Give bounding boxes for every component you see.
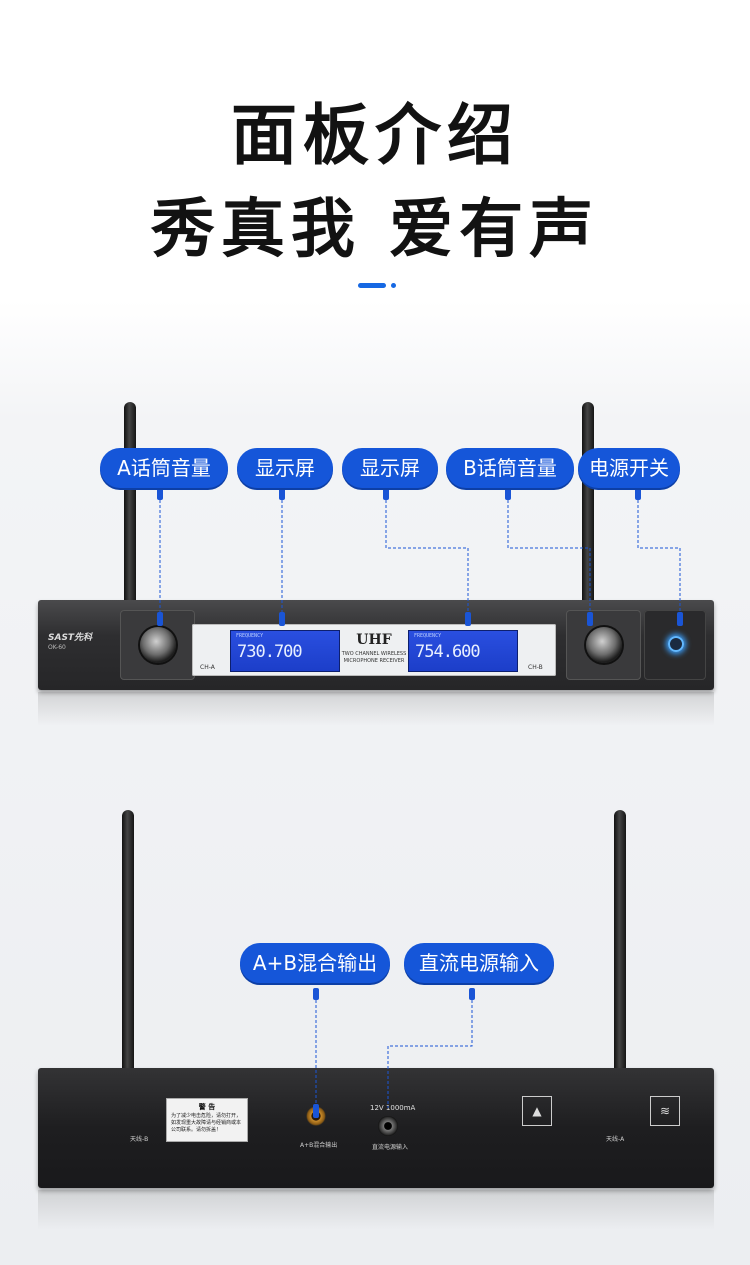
leader-display-2 <box>385 500 469 620</box>
receiver-front-panel: SAST先科 OK-60 CH-A FREQUENCY 730.700 UHF … <box>38 600 714 690</box>
leader-end-a <box>157 612 163 626</box>
leader-end-mix <box>313 1104 319 1118</box>
model-label: OK-60 <box>48 644 66 651</box>
callout-label: 电源开关 <box>589 456 669 480</box>
leader-tab-d1 <box>279 488 285 500</box>
callout-display-2: 显示屏 <box>342 448 438 488</box>
dc-power-jack[interactable] <box>378 1116 398 1136</box>
warning-text: 为了减少电击危险，请勿打开，如发现重大故障请与经销商或本公司联系。请勿拆盖！ <box>171 1113 242 1133</box>
cert-icon-left: ▲ <box>522 1096 552 1126</box>
leader-tab-d2 <box>383 488 389 500</box>
warning-label: 警 告 为了减少电击危险，请勿打开，如发现重大故障请与经销商或本公司联系。请勿拆… <box>166 1098 248 1142</box>
mix-output-label: A+B混合输出 <box>300 1142 338 1149</box>
leader-end-d1 <box>279 612 285 626</box>
ch-a-label: CH-A <box>200 664 215 671</box>
leader-tab-a <box>157 488 163 500</box>
power-plate <box>644 610 706 680</box>
leader-end-b <box>587 612 593 626</box>
lcd-caption-a: FREQUENCY <box>236 633 264 639</box>
lcd-frequency-a: 730.700 <box>237 642 303 662</box>
leader-power <box>637 500 681 620</box>
volume-knob-b[interactable] <box>586 627 622 663</box>
callout-display-1: 显示屏 <box>237 448 333 488</box>
callout-label: A话筒音量 <box>117 456 211 480</box>
receiver-rear-panel: 天线-B 警 告 为了减少电击危险，请勿打开，如发现重大故障请与经销商或本公司联… <box>38 1068 714 1188</box>
callout-a-mic-volume: A话筒音量 <box>100 448 228 488</box>
page-title: 面板介绍 <box>231 97 519 174</box>
leader-tab-mix <box>313 988 319 1000</box>
antenna-a-label: 天线-A <box>606 1136 625 1143</box>
power-button[interactable] <box>668 636 684 652</box>
callout-b-mic-volume: B话筒音量 <box>446 448 574 488</box>
lcd-caption-b: FREQUENCY <box>414 633 442 639</box>
knob-plate-b <box>566 610 641 680</box>
front-reflection <box>38 692 714 726</box>
callout-label: 显示屏 <box>255 456 315 480</box>
leader-end-d2 <box>465 612 471 626</box>
antenna-left-rear <box>122 810 134 1100</box>
dc-spec-label: 12V 1000mA <box>370 1104 416 1112</box>
callout-mix-output: A+B混合输出 <box>240 943 390 983</box>
antenna-b-label: 天线-B <box>130 1136 149 1143</box>
callout-dc-input: 直流电源输入 <box>404 943 554 983</box>
leader-tab-p <box>635 488 641 500</box>
lcd-frequency-b: 754.600 <box>415 642 481 662</box>
ch-b-label: CH-B <box>528 664 543 671</box>
front-leader-lines <box>157 488 683 626</box>
brand-logo: SAST先科 <box>48 633 93 643</box>
leader-b-volume <box>507 500 591 620</box>
callout-label: 直流电源输入 <box>419 951 539 975</box>
dc-input-label: 直流电源输入 <box>372 1144 409 1151</box>
rear-reflection <box>38 1190 714 1230</box>
volume-knob-a[interactable] <box>140 627 176 663</box>
antenna-right-rear <box>614 810 626 1100</box>
cert-icon-right: ≋ <box>650 1096 680 1126</box>
callout-label: B话筒音量 <box>463 456 557 480</box>
lcd-screen-a: FREQUENCY 730.700 <box>230 630 340 672</box>
callout-label: A+B混合输出 <box>252 951 378 975</box>
lcd-screen-b: FREQUENCY 754.600 <box>408 630 518 672</box>
callout-power-switch: 电源开关 <box>578 448 680 488</box>
callout-label: 显示屏 <box>360 456 420 480</box>
warning-title: 警 告 <box>198 1103 216 1111</box>
leader-tab-b <box>505 488 511 500</box>
uhf-subtitle: TWO CHANNEL WIRELESS MICROPHONE RECEIVER <box>341 651 407 664</box>
leader-end-p <box>677 612 683 626</box>
leader-dc-in <box>387 1000 473 1108</box>
title-underline <box>358 283 386 288</box>
page-subtitle: 秀真我 爱有声 <box>150 193 600 267</box>
leader-tab-dc <box>469 988 475 1000</box>
title-underline-dot <box>391 283 396 288</box>
uhf-logo: UHF <box>356 632 392 648</box>
display-panel: CH-A FREQUENCY 730.700 UHF TWO CHANNEL W… <box>192 624 556 676</box>
